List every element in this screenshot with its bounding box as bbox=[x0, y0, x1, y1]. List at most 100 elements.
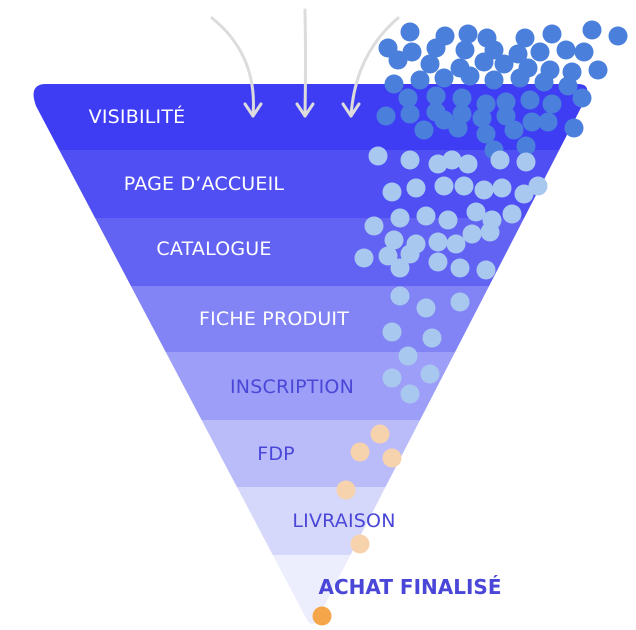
visitor-dot-blue bbox=[516, 136, 536, 156]
visitor-dot-light bbox=[480, 222, 500, 242]
visitor-dot-blue bbox=[476, 124, 496, 144]
visitor-dot-light bbox=[416, 298, 436, 318]
visitor-dot-light bbox=[458, 154, 478, 174]
visitor-dot-blue bbox=[434, 110, 454, 130]
visitor-dot-peach bbox=[350, 534, 370, 554]
visitor-dot-blue bbox=[515, 28, 535, 48]
visitor-dot-blue bbox=[414, 120, 434, 140]
visitor-dot-blue bbox=[448, 118, 468, 138]
visitor-dot-blue bbox=[420, 54, 440, 74]
visitor-dot-blue bbox=[534, 72, 554, 92]
visitor-dot-light bbox=[446, 234, 466, 254]
visitor-dot-blue bbox=[574, 42, 594, 62]
visitor-dot-light bbox=[378, 246, 398, 266]
stage-label-5: INSCRIPTION bbox=[230, 376, 354, 398]
visitor-dot-blue bbox=[426, 38, 446, 58]
visitor-dot-light bbox=[428, 232, 448, 252]
visitor-dot-blue bbox=[384, 74, 404, 94]
visitor-dot-blue bbox=[556, 40, 576, 60]
down-arrow-icon bbox=[341, 16, 400, 118]
visitor-dot-light bbox=[400, 244, 420, 264]
visitor-dot-blue bbox=[426, 86, 446, 106]
visitor-dot-blue bbox=[582, 20, 602, 40]
visitor-dot-light bbox=[364, 216, 384, 236]
visitor-dot-light bbox=[384, 230, 404, 250]
visitor-dot-light bbox=[502, 204, 522, 224]
visitor-dot-light bbox=[390, 286, 410, 306]
stage-label-3: CATALOGUE bbox=[156, 238, 271, 260]
funnel-band-3 bbox=[33, 218, 588, 286]
visitor-dot-blue bbox=[542, 94, 562, 114]
visitor-dot-blue bbox=[522, 112, 542, 132]
funnel-stage-labels: VISIBILITÉ PAGE D’ACCUEIL CATALOGUE FICHE P… bbox=[89, 105, 396, 532]
visitor-dot-blue bbox=[542, 24, 562, 44]
visitor-dot-blue bbox=[455, 40, 475, 60]
visitor-dot-blue bbox=[496, 92, 516, 112]
visitor-dot-light bbox=[400, 150, 420, 170]
visitor-dot-blue bbox=[608, 26, 628, 46]
visitor-dot-light bbox=[382, 322, 402, 342]
down-arrow-icon bbox=[295, 8, 315, 118]
visitor-dot-light bbox=[368, 146, 388, 166]
visitor-dot-blue bbox=[572, 88, 592, 108]
visitor-dot-light bbox=[354, 248, 374, 268]
visitor-dot-blue bbox=[558, 76, 578, 96]
visitor-dot-blue bbox=[504, 120, 524, 140]
visitor-dot-blue bbox=[530, 42, 550, 62]
visitor-dot-blue bbox=[398, 88, 418, 108]
entry-arrows bbox=[210, 8, 400, 118]
stage-label-7: LIVRAISON bbox=[292, 510, 395, 532]
visitor-dot-light bbox=[490, 150, 510, 170]
visitor-dot-light bbox=[398, 346, 418, 366]
funnel-bands bbox=[33, 84, 588, 624]
stage-label-4: FICHE PRODUIT bbox=[199, 308, 349, 330]
visitor-dot-blue bbox=[508, 44, 528, 64]
visitor-dot-blue bbox=[376, 106, 396, 126]
visitor-dot-light bbox=[492, 178, 512, 198]
visitor-dot-light bbox=[422, 328, 442, 348]
visitor-dot-blue bbox=[458, 24, 478, 44]
visitor-dot-peach bbox=[350, 442, 370, 462]
visitor-dot-light bbox=[476, 260, 496, 280]
visitor-dot-blue bbox=[452, 88, 472, 108]
visitor-dots bbox=[312, 20, 628, 626]
visitor-dot-blue bbox=[510, 68, 530, 88]
visitor-dot-light bbox=[462, 224, 482, 244]
stage-label-6: FDP bbox=[257, 443, 295, 465]
visitor-dot-blue bbox=[496, 106, 516, 126]
visitor-dot-blue bbox=[400, 22, 420, 42]
visitor-dot-light bbox=[474, 180, 494, 200]
visitor-dot-light bbox=[514, 184, 534, 204]
visitor-dot-light bbox=[466, 202, 486, 222]
visitor-dot-light bbox=[516, 152, 536, 172]
visitor-dot-light bbox=[406, 178, 426, 198]
visitor-dot-light bbox=[400, 384, 420, 404]
visitor-dot-blue bbox=[538, 112, 558, 132]
visitor-dot-peach bbox=[336, 480, 356, 500]
visitor-dot-blue bbox=[484, 70, 504, 90]
visitor-dot-blue bbox=[434, 68, 454, 88]
funnel-band-1 bbox=[33, 84, 588, 150]
visitor-dot-light bbox=[420, 364, 440, 384]
visitor-dot-light bbox=[442, 150, 462, 170]
visitor-dot-light bbox=[382, 368, 402, 388]
funnel-band-6 bbox=[33, 420, 588, 487]
visitor-dot-blue bbox=[388, 50, 408, 70]
visitor-dot-light bbox=[416, 206, 436, 226]
down-arrow-icon bbox=[210, 16, 263, 118]
visitor-dot-blue bbox=[520, 90, 540, 110]
visitor-dot-blue bbox=[460, 66, 480, 86]
visitor-dot-blue bbox=[588, 60, 608, 80]
visitor-dot-light bbox=[454, 176, 474, 196]
final-stage-label: ACHAT FINALISÉ bbox=[319, 575, 502, 599]
visitor-dot-blue bbox=[564, 118, 584, 138]
stage-label-2: PAGE D’ACCUEIL bbox=[124, 173, 285, 195]
visitor-dot-light bbox=[528, 176, 548, 196]
visitor-dot-light bbox=[434, 176, 454, 196]
visitor-dot-light bbox=[438, 210, 458, 230]
stage-label-1: VISIBILITÉ bbox=[89, 105, 186, 128]
visitor-dot-blue bbox=[472, 108, 492, 128]
visitor-dot-blue bbox=[410, 70, 430, 90]
visitor-dot-light bbox=[428, 252, 448, 272]
